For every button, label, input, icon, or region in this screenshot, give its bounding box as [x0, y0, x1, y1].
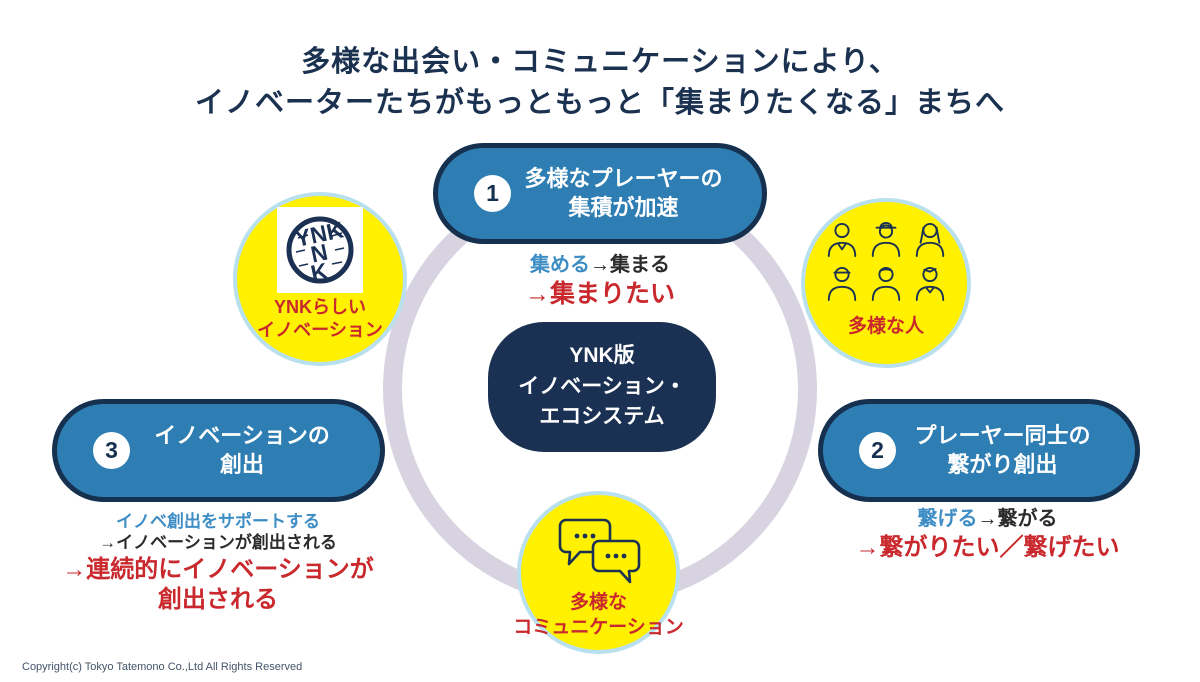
step2-annotation-line1: 繋げる→繋がる — [820, 507, 1155, 532]
person-suit-icon — [827, 222, 857, 257]
step3-annotation-red-line1: →連続的にイノベーションが — [62, 555, 374, 583]
step3-annotation-blue: イノベ創出をサポートする — [116, 512, 320, 531]
step3-label: イノベーションの 創出 — [130, 422, 380, 478]
step1-label: 多様なプレーヤーの 集積が加速 — [511, 165, 762, 221]
ynk-innovation-bubble: YNK N K YNKらしい イノベーション — [233, 192, 407, 366]
center-ecosystem-box: YNK版 イノベーション・ エコシステム — [488, 322, 716, 452]
svg-text:K: K — [308, 258, 330, 287]
copyright-text: Copyright(c) Tokyo Tatemono Co.,Ltd All … — [22, 661, 303, 673]
ynk-logo-card: YNK N K — [277, 207, 363, 293]
person-young-icon — [871, 266, 901, 301]
step3-number-badge: 3 — [93, 432, 130, 469]
person-woman-icon — [915, 222, 945, 257]
step2-label-line1: プレーヤー同士の — [914, 423, 1091, 449]
people-bubble-label: 多様な人 — [847, 316, 925, 337]
step1-annotation: 集める→集まる →集まりたい — [440, 253, 760, 310]
step2-label-line2: 繋がり創出 — [947, 451, 1058, 477]
ynk-logo-icon: YNK N K — [286, 216, 354, 287]
ynk-bubble-label-line1: YNKらしい — [273, 297, 367, 317]
step2-annotation-dark: →繋がる — [977, 508, 1058, 530]
step1-pill: 1 多様なプレーヤーの 集積が加速 — [433, 143, 767, 244]
people-icons-grid — [825, 219, 947, 305]
person-elder-icon — [915, 266, 945, 301]
step1-number-badge: 1 — [474, 175, 511, 212]
step1-annotation-blue: 集める — [530, 254, 590, 276]
step1-annotation-line1: 集める→集まる — [440, 253, 760, 278]
page-title-line1: 多様な出会い・コミュニケーションにより、 — [301, 46, 899, 78]
step1-label-line1: 多様なプレーヤーの — [524, 166, 723, 192]
communication-bubble: 多様な コミュニケーション — [513, 491, 684, 654]
step2-number-badge: 2 — [859, 432, 896, 469]
step3-label-line1: イノベーションの — [154, 423, 330, 449]
step1-annotation-dark: →集まる — [590, 254, 670, 276]
center-box-text: YNK版 イノベーション・ エコシステム — [518, 341, 686, 432]
step2-annotation-blue: 繋げる — [917, 508, 978, 530]
step3-annotation-red-line2: 創出される — [158, 585, 278, 613]
step1-label-line2: 集積が加速 — [568, 194, 679, 220]
center-box-line1: YNK版 — [569, 344, 635, 368]
step2-label: プレーヤー同士の 繋がり創出 — [896, 422, 1135, 478]
step3-label-line2: 創出 — [219, 451, 264, 477]
step3-annotation: イノベ創出をサポートする →イノベーションが創出される →連続的にイノベーション… — [18, 511, 418, 614]
step3-annotation-dark: →イノベーションが創出される — [99, 533, 337, 553]
page-title-line2: イノベーターたちがもっともっと「集まりたくなる」まちへ — [194, 87, 1005, 119]
person-hat-icon — [871, 222, 901, 257]
svg-text:N: N — [308, 239, 330, 268]
step1-annotation-red: →集まりたい — [524, 280, 675, 308]
center-box-line3: エコシステム — [539, 405, 665, 429]
ynk-bubble-label-line2: イノベーション — [257, 320, 383, 340]
speech-bubbles-icon — [558, 518, 640, 584]
person-cap-icon — [827, 266, 857, 301]
step3-pill: 3 イノベーションの 創出 — [52, 399, 385, 502]
step2-annotation-red: →繋がりたい／繋げたい — [855, 534, 1120, 561]
communication-bubble-label-line1: 多様な — [569, 592, 628, 613]
step2-annotation: 繋げる→繋がる →繋がりたい／繋げたい — [820, 507, 1155, 563]
diverse-people-bubble: 多様な人 — [801, 198, 971, 368]
step2-pill: 2 プレーヤー同士の 繋がり創出 — [818, 399, 1140, 502]
communication-bubble-label-line2: コミュニケーション — [513, 617, 684, 638]
center-box-line2: イノベーション・ — [518, 374, 686, 398]
